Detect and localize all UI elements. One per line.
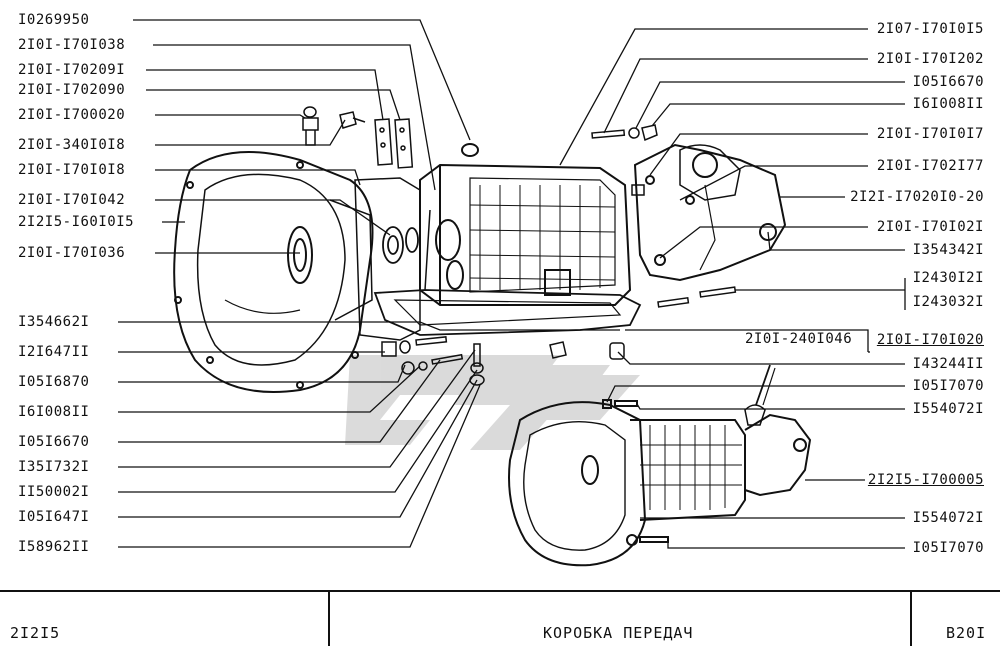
part-label-left-12: I2I647II	[18, 344, 90, 360]
part-label-left-11: I354662I	[18, 314, 90, 330]
sheet-number: B20I	[946, 624, 987, 642]
part-label-left-4: 2I0I-I702090	[18, 82, 126, 98]
model-cell: 2I2I5	[0, 592, 330, 646]
part-label-left-6: 2I0I-340I0I8	[18, 137, 126, 153]
part-label-left-9: 2I2I5-I60I0I5	[18, 214, 135, 230]
bottom-cover	[373, 289, 642, 336]
part-label-left-19: I58962II	[18, 539, 90, 555]
part-label-left-17: II50002I	[18, 484, 90, 500]
part-label-right-8: 2I0I-I70I02I	[876, 219, 984, 235]
part-label-right-9: I354342I	[912, 242, 984, 258]
part-label-right-2: 2I0I-I70I202	[876, 51, 984, 67]
part-label-right-7: 2I2I-I7020I0-20	[850, 189, 984, 205]
part-label-right-14: I05I7070	[912, 378, 984, 394]
rear-extension	[633, 143, 787, 282]
model-number: 2I2I5	[10, 624, 61, 642]
part-label-right-18: I05I7070	[912, 540, 984, 556]
part-label-left-16: I35I732I	[18, 459, 90, 475]
leader-lines-left	[118, 19, 620, 548]
part-label-right-13: I43244II	[912, 356, 984, 372]
part-label-left-3: 2I0I-I70209I	[18, 62, 126, 78]
assembled-gearbox	[508, 364, 812, 567]
part-label-right-17: I554072I	[912, 510, 984, 526]
part-label-left-10: 2I0I-I70I036	[18, 245, 126, 261]
part-label-right-11: I243032I	[912, 294, 984, 310]
title-block: 2I2I5 КОРОБКА ПЕРЕДАЧ B20I	[0, 590, 1000, 646]
part-label-left-8: 2I0I-I70I042	[18, 192, 126, 208]
bolts-top-left	[302, 106, 414, 169]
part-label-right-1: 2I07-I70I0I5	[876, 21, 984, 37]
part-label-left-14: I6I008II	[18, 404, 90, 420]
studs-top	[591, 124, 737, 308]
gearbox-case	[419, 143, 632, 306]
part-label-right-16: 2I2I5-I700005	[867, 472, 984, 488]
part-label-right-4: I6I008II	[912, 96, 984, 112]
part-label-left-5: 2I0I-I700020	[18, 107, 126, 123]
part-label-right-5: 2I0I-I70I0I7	[876, 126, 984, 142]
leader-lines-right	[559, 28, 906, 549]
drawing-title: КОРОБКА ПЕРЕДАЧ	[543, 624, 694, 642]
part-label-right-6: 2I0I-I702I77	[876, 158, 984, 174]
housing-gasket	[354, 177, 421, 341]
sheet-cell: B20I	[910, 592, 1000, 646]
part-label-left-13: I05I6870	[18, 374, 90, 390]
part-label-right-10: I2430I2I	[912, 270, 984, 286]
part-label-right-3: I05I6670	[912, 74, 984, 90]
center-part-label: 2I0I-240I046	[745, 331, 853, 347]
exploded-view-diagram	[118, 19, 906, 567]
part-label-left-7: 2I0I-I70I0I8	[18, 162, 126, 178]
small-fasteners	[381, 336, 625, 386]
part-label-right-15: I554072I	[912, 401, 984, 417]
title-cell: КОРОБКА ПЕРЕДАЧ	[328, 592, 912, 646]
bell-housing	[173, 151, 374, 393]
part-label-left-2: 2I0I-I70I038	[18, 37, 126, 53]
bearing-cover	[382, 226, 419, 264]
part-label-right-12: 2I0I-I70I020	[876, 332, 984, 348]
part-label-left-15: I05I6670	[18, 434, 90, 450]
part-label-left-1: I0269950	[18, 12, 90, 28]
part-label-left-18: I05I647I	[18, 509, 90, 525]
